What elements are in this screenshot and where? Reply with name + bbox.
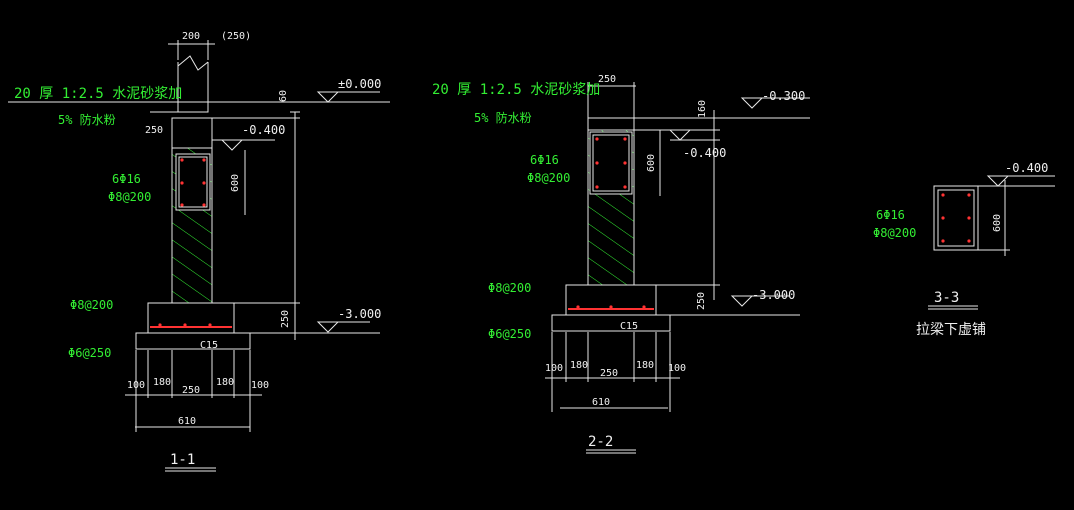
s1-bdim-3: 180 bbox=[216, 377, 234, 388]
elev-marker-top-1 bbox=[316, 91, 340, 103]
s1-label: 1-1 bbox=[170, 452, 195, 468]
s2-rebar-stirrup: Φ8@200 bbox=[527, 171, 570, 185]
section-3-3 bbox=[928, 175, 1055, 310]
s2-dim-160: 160 bbox=[697, 100, 708, 118]
s2-total: 610 bbox=[592, 397, 610, 408]
s2-rebar-cushion: Φ6@250 bbox=[488, 327, 531, 341]
s1-bdim-0: 100 bbox=[127, 380, 145, 391]
s2-elev-top: -0.300 bbox=[762, 89, 805, 103]
s1-bdim-4: 100 bbox=[251, 380, 269, 391]
elev-marker-bot-1 bbox=[316, 321, 340, 333]
section-1-1 bbox=[8, 40, 390, 472]
s1-top-dim: 200 bbox=[182, 31, 200, 42]
s2-rebar-main: 6Φ16 bbox=[530, 153, 559, 167]
s3-rebar-stirrup: Φ8@200 bbox=[873, 226, 916, 240]
section-2-2 bbox=[545, 82, 810, 454]
s1-dim-250: 250 bbox=[145, 125, 163, 136]
s2-elev-mid: -0.400 bbox=[683, 146, 726, 160]
s1-elev-top: ±0.000 bbox=[338, 77, 381, 91]
s2-concrete: C15 bbox=[620, 321, 638, 332]
section-3-3-text: -0.400 600 6Φ16 Φ8@200 3-3 拉梁下虚铺 bbox=[873, 161, 1048, 338]
s1-top-alt: (250) bbox=[221, 31, 251, 42]
s1-dim-250v: 250 bbox=[280, 310, 291, 328]
s2-bdim-3: 180 bbox=[636, 360, 654, 371]
s2-elev-bot: -3.000 bbox=[752, 288, 795, 302]
elev-marker-mid-1 bbox=[220, 139, 244, 151]
s1-bdim-1: 180 bbox=[153, 377, 171, 388]
s1-dim-600: 600 bbox=[230, 174, 241, 192]
s2-bdim-2: 250 bbox=[600, 368, 618, 379]
s2-bdim-4: 100 bbox=[668, 363, 686, 374]
s1-note-line1: 20 厚 1:2.5 水泥砂浆加 bbox=[14, 86, 182, 102]
s3-label: 3-3 bbox=[934, 290, 959, 306]
cushion-1 bbox=[135, 332, 251, 350]
s2-rebar-footing: Φ8@200 bbox=[488, 281, 531, 295]
s2-top-dim: 250 bbox=[598, 74, 616, 85]
s3-caption: 拉梁下虚铺 bbox=[916, 322, 986, 338]
s3-dim-600: 600 bbox=[992, 214, 1003, 232]
beam-cap-2 bbox=[587, 117, 635, 131]
s2-bdim-1: 180 bbox=[570, 360, 588, 371]
section-2-2-text: 20 厚 1:2.5 水泥砂浆加 5% 防水粉 250 -0.300 160 -… bbox=[432, 74, 805, 450]
s1-note-line2: 5% 防水粉 bbox=[58, 112, 116, 127]
s1-elev-mid: -0.400 bbox=[242, 123, 285, 137]
break-mark-1 bbox=[177, 55, 209, 71]
s2-label: 2-2 bbox=[588, 434, 613, 450]
cushion-2 bbox=[551, 314, 671, 332]
s2-note-line1: 20 厚 1:2.5 水泥砂浆加 bbox=[432, 82, 600, 98]
tie-beam-3 bbox=[933, 185, 979, 251]
beam-cap-1 bbox=[171, 117, 213, 149]
footing-1 bbox=[147, 302, 235, 334]
s1-rebar-cushion: Φ6@250 bbox=[68, 346, 111, 360]
section-1-1-text: 200 (250) 20 厚 1:2.5 水泥砂浆加 5% 防水粉 250 ±0… bbox=[14, 31, 381, 468]
s2-note-line2: 5% 防水粉 bbox=[474, 110, 532, 125]
s1-dim-60: 60 bbox=[278, 90, 289, 102]
s1-rebar-main: 6Φ16 bbox=[112, 172, 141, 186]
s1-concrete: C15 bbox=[200, 340, 218, 351]
wall-stub-1 bbox=[177, 62, 209, 113]
s1-rebar-stirrup: Φ8@200 bbox=[108, 190, 151, 204]
s2-dim-250v: 250 bbox=[696, 292, 707, 310]
rebar-dots-1 bbox=[158, 158, 212, 327]
s3-elev: -0.400 bbox=[1005, 161, 1048, 175]
s3-rebar-main: 6Φ16 bbox=[876, 208, 905, 222]
s1-elev-bot: -3.000 bbox=[338, 307, 381, 321]
s1-total: 610 bbox=[178, 416, 196, 427]
footing-2 bbox=[565, 284, 657, 316]
s1-bdim-2: 250 bbox=[182, 385, 200, 396]
s1-rebar-footing: Φ8@200 bbox=[70, 298, 113, 312]
rebar-dots-3 bbox=[941, 193, 971, 243]
s2-dim-600: 600 bbox=[646, 154, 657, 172]
rebar-dots-2 bbox=[576, 137, 646, 309]
s2-bdim-0: 100 bbox=[545, 363, 563, 374]
